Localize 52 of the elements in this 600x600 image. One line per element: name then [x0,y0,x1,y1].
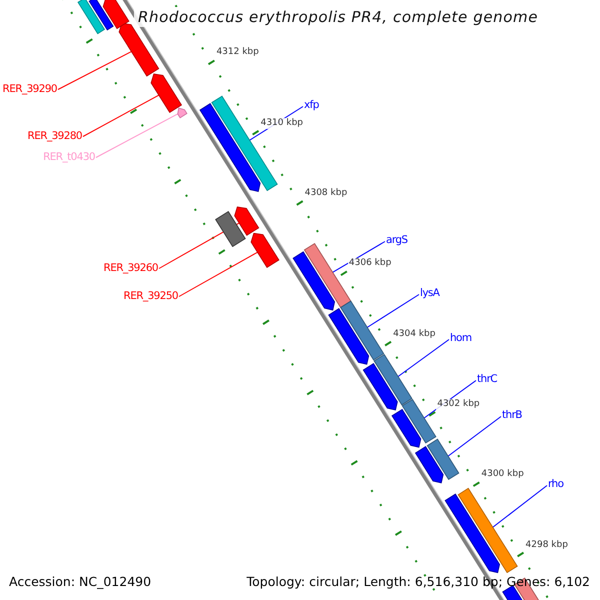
gene-label: RER_t0430 [43,151,95,164]
gene-feature [292,251,336,311]
gene-band [88,0,114,31]
gene-label: lysA [420,287,440,300]
tick-label: 4298 kbp [524,540,569,550]
gene-label: hom [450,332,472,345]
gene-band [458,488,518,574]
gene-band [77,0,106,34]
gene-feature [234,206,260,236]
leader-line [332,241,386,273]
leader-line [178,252,258,297]
gene-label: RER_39260 [104,262,158,275]
gene-band [340,300,384,361]
tick-label: 4312 kbp [215,47,260,58]
gene-feature [250,232,280,268]
gene-feature [177,107,188,118]
tick-label: 4308 kbp [304,188,348,199]
tick-label: 4310 kbp [260,118,304,129]
gene-feature [150,74,182,114]
gene-label: RER_39290 [2,83,57,96]
gene-label: RER_39250 [124,290,178,303]
gene-label: xfp [304,99,319,112]
gene-feature [362,363,398,410]
gene-feature [391,408,422,448]
leader-line [58,51,132,90]
gene-label: thrC [477,373,498,386]
gene-band [215,210,246,248]
gene-feature [502,584,526,600]
leader-line [398,339,450,378]
accession-text: Accession: NC_012490 [9,574,152,590]
leader-line [448,416,502,457]
gene-feature [328,308,370,365]
gene-label: RER_39280 [28,130,82,143]
leader-line [96,113,178,158]
gene-feature [444,494,500,574]
gene-feature [414,446,444,484]
tick-label: 4300 kbp [480,469,525,480]
gene-band [426,438,460,480]
gene-label: thrB [502,409,522,422]
gene-band [402,398,436,444]
gene-label: argS [386,234,408,247]
leader-line [492,485,548,528]
leader-line [82,94,160,137]
tick-label: 4304 kbp [392,328,436,340]
gene-feature [118,22,160,77]
leader-line [366,294,420,328]
gene-band [374,354,412,406]
gene-feature [102,0,130,30]
tick-label: 4306 kbp [348,258,392,270]
gene-label: rho [548,478,564,491]
gene-feature [199,103,261,192]
tick-label: 4302 kbp [436,398,481,410]
